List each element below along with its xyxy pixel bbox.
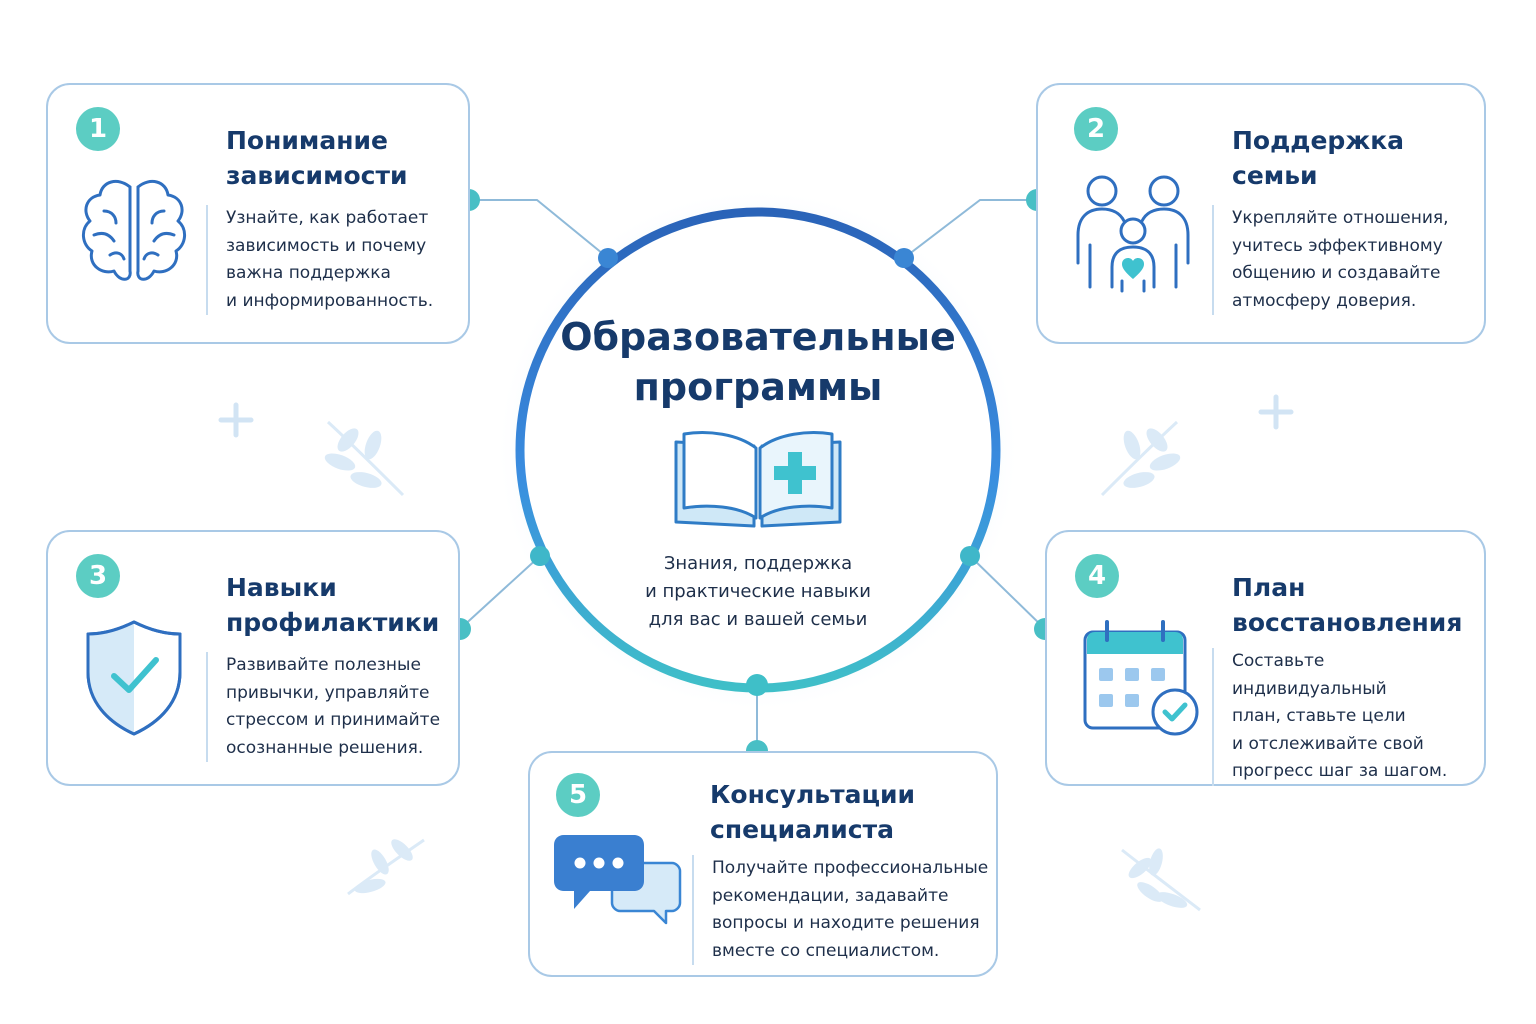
card-recovery-plan[interactable]: 4 План восстановления Составьте индивиду…	[1045, 530, 1486, 786]
card-text-line: общению и создавайте	[1232, 263, 1441, 283]
shield-check-icon	[86, 620, 182, 736]
brain-icon	[82, 179, 186, 281]
leaf-decoration-icon	[1121, 848, 1201, 912]
connector-3	[459, 555, 541, 630]
leaf-decoration-icon	[324, 420, 405, 497]
card-title-line: семьи	[1232, 161, 1318, 190]
leaf-decoration-icon	[1100, 420, 1181, 497]
connector-2	[903, 199, 1037, 259]
card-text-line: план, ставьте цели	[1232, 706, 1406, 726]
card-title: План восстановления	[1232, 570, 1462, 640]
connector-dot	[960, 546, 980, 566]
card-text-line: стрессом и принимайте	[226, 710, 441, 730]
card-description: Укрепляйте отношения, учитесь эффективно…	[1212, 205, 1449, 315]
connector-dot	[894, 248, 914, 268]
card-number-badge: 1	[76, 107, 120, 151]
leaf-decoration-icon	[347, 838, 425, 896]
card-specialist-consultations[interactable]: 5 Консультации специалиста Получайте про…	[528, 751, 998, 977]
plus-decoration-icon	[218, 402, 254, 438]
card-text-line: Составьте индивидуальный	[1232, 651, 1387, 699]
card-title: Консультации специалиста	[710, 777, 915, 847]
connector-1	[469, 199, 609, 259]
card-title-line: восстановления	[1232, 608, 1463, 637]
card-description: Составьте индивидуальный план, ставьте ц…	[1212, 648, 1484, 786]
connector-dot	[746, 674, 768, 696]
card-understanding-addiction[interactable]: 1 Понимание зависимости Узнайте, как раб…	[46, 83, 470, 344]
card-text-line: учитесь эффективному	[1232, 235, 1443, 256]
plus-decoration-icon	[1258, 394, 1294, 430]
center-subtitle-line: и практические навыки	[645, 581, 871, 602]
card-title: Понимание зависимости	[226, 123, 408, 193]
book-plus-icon	[674, 431, 842, 528]
card-text-line: зависимость и почему	[226, 235, 427, 256]
card-title-line: специалиста	[710, 815, 894, 844]
connector-4	[969, 555, 1046, 630]
card-text-line: атмосферу доверия.	[1232, 290, 1417, 311]
card-number-badge: 3	[76, 554, 120, 598]
card-title-line: зависимости	[226, 161, 408, 190]
card-text-line: важна поддержка	[226, 263, 391, 283]
center-subtitle-line: для вас и вашей семьи	[648, 609, 868, 630]
card-description: Получайте профессиональные рекомендации,…	[692, 855, 988, 965]
card-text-line: вместе со специалистом.	[712, 940, 940, 961]
center-title-line: программы	[633, 365, 883, 409]
card-number-badge: 2	[1074, 107, 1118, 151]
connector-dot	[530, 546, 550, 566]
card-text-line: и информированность.	[226, 290, 434, 311]
card-title-line: Понимание	[226, 126, 388, 155]
card-title-line: Навыки	[226, 573, 337, 602]
calendar-check-icon	[1083, 620, 1199, 736]
card-text-line: рекомендации, задавайте	[712, 885, 949, 906]
center-subtitle-line: Знания, поддержка	[663, 553, 853, 574]
card-text-line: и отслеживайте свой	[1232, 733, 1424, 754]
card-text-line: Узнайте, как работает	[226, 208, 429, 228]
center-title: Образовательные программы	[520, 312, 996, 412]
card-text-line: вопросы и находите решения	[712, 913, 980, 933]
center-subtitle: Знания, поддержка и практические навыки …	[560, 550, 956, 634]
card-text-line: Развивайте полезные	[226, 655, 421, 675]
card-text-line: Получайте профессиональные	[712, 858, 989, 878]
card-text-line: осознанные решения.	[226, 737, 424, 758]
card-number-badge: 5	[556, 773, 600, 817]
card-title-line: Поддержка	[1232, 126, 1405, 155]
card-text-line: прогресс шаг за шагом.	[1232, 761, 1448, 781]
card-description: Узнайте, как работает зависимость и поче…	[206, 205, 433, 315]
card-text-line: привычки, управляйте	[226, 682, 430, 703]
card-number-badge: 4	[1075, 554, 1119, 598]
card-title-line: профилактики	[226, 608, 440, 637]
card-title: Навыки профилактики	[226, 570, 439, 640]
card-text-line: Укрепляйте отношения,	[1232, 208, 1449, 228]
card-prevention-skills[interactable]: 3 Навыки профилактики Развивайте полезны…	[46, 530, 460, 786]
card-title-line: Консультации	[710, 780, 916, 809]
center-title-line: Образовательные	[560, 315, 956, 359]
family-icon	[1076, 175, 1190, 293]
card-title: Поддержка семьи	[1232, 123, 1404, 193]
card-title-line: План	[1232, 573, 1306, 602]
connector-dot	[598, 248, 618, 268]
card-family-support[interactable]: 2 Поддержка семьи Укрепляйте отношения, …	[1036, 83, 1486, 344]
chat-bubbles-icon	[554, 835, 682, 925]
card-description: Развивайте полезные привычки, управляйте…	[206, 652, 440, 762]
